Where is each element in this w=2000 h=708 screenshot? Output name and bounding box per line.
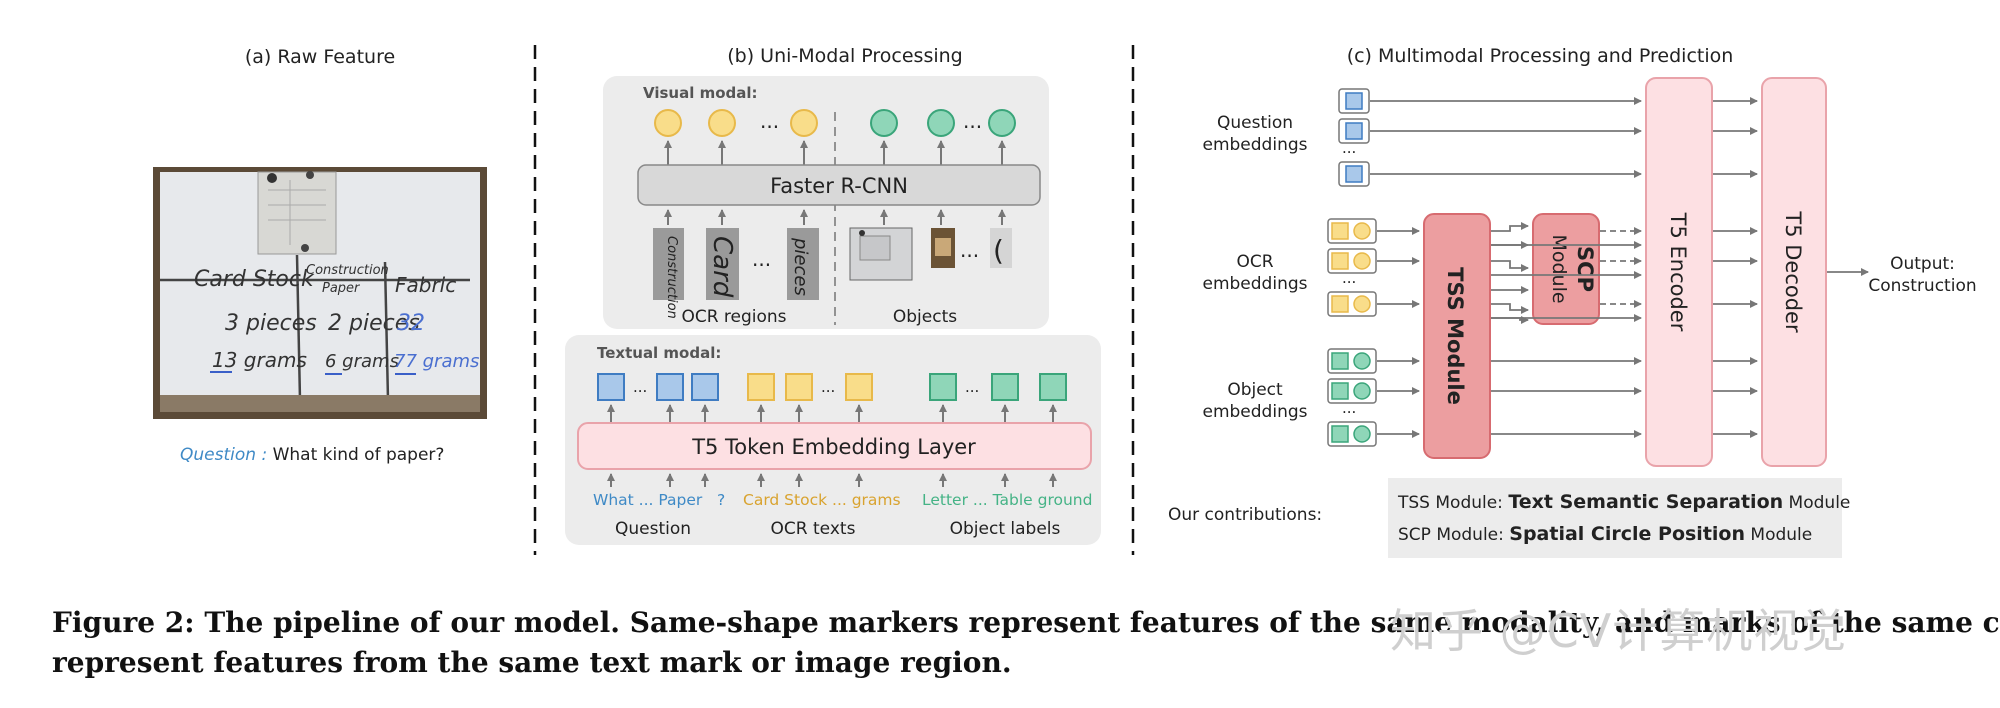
object-emb-ellipsis: ... [1342,399,1356,417]
question-tokens-text: What ... Paper ? [593,491,725,509]
scp-to-encoder-arrows [1600,227,1642,308]
figure-caption: Figure 2: The pipeline of our model. Sam… [52,603,2000,683]
embeddings-to-tss-arrows [1377,227,1420,438]
ocr-embedding-markers [1327,218,1377,317]
tss-to-encoder-arrows [1491,241,1642,438]
ocr-token-features [747,373,873,401]
visual-ocr-ellipsis: ... [760,109,779,133]
caption-line-1: Figure 2: The pipeline of our model. Sam… [52,606,2000,639]
visual-obj-ellipsis: ... [963,109,982,133]
faster-rcnn-block [637,164,1041,206]
contribution-tss: TSS Module: Text Semantic Separation Mod… [1398,491,1851,513]
ocr-crop-ellipsis: ... [752,247,771,271]
svg-text:(: ( [993,234,1004,267]
question-emb-ellipsis: ... [1342,139,1356,157]
svg-text:Card: Card [707,236,737,298]
t5-decoder-block [1761,77,1827,467]
t5-embedding-label: T5 Token Embedding Layer [691,435,976,459]
board-r2c2: 6 grams [325,351,399,372]
question-text: What kind of paper? [267,445,445,465]
ocr-emb-ellipsis: ... [1342,269,1356,287]
board-col1-header: Card Stock [194,267,315,292]
scp-module-label-1: SCP [1573,246,1597,292]
board-r1c2: 2 pieces [328,311,420,336]
visual-object-features [870,109,1016,137]
rcnn-output-arrows [664,140,1006,165]
board-r1c1: 3 pieces [225,311,317,336]
ocr-tokens-text: Card Stock ... grams [743,491,901,509]
object-embedding-markers [1327,348,1377,447]
tss-module-block [1423,213,1491,459]
t5-embedding-block [577,422,1092,470]
object-crops: ( [849,227,1012,281]
svg-text:pieces: pieces [790,237,811,296]
question-line: Question : What kind of paper? [180,445,444,465]
object-labels-label: Object labels [950,519,1061,539]
ocr-region-crops: Construction Card pieces [653,228,819,319]
board-col2-header: Construction [306,263,389,278]
t5-encoder-label: T5 Encoder [1666,212,1690,332]
our-contributions-label: Our contributions: [1168,505,1323,525]
object-token-features [929,373,1067,401]
object-crop-ellipsis: ... [960,238,979,262]
objects-label: Objects [893,307,957,327]
raw-feature-photo: Card Stock Construction Paper Fabric 3 p… [153,167,487,419]
svg-text:Construction: Construction [664,236,679,319]
contribution-scp: SCP Module: Spatial Circle Position Modu… [1398,523,1813,545]
embedding-output-arrows [607,404,1057,423]
question-token-features [597,373,719,401]
board-col3-header: Fabric [395,273,456,297]
caption-line-2: represent features from the same text ma… [52,646,1012,679]
tss-to-scp-arrows [1491,222,1529,324]
board-r2c3: 77 grams [394,351,479,372]
visual-modal-label: Visual modal: [643,84,758,102]
object-tokens-text: Letter ... Table ground [922,491,1092,509]
output-label: Output:Construction [1868,254,1977,296]
ocr-texts-label: OCR texts [771,519,856,539]
question-to-encoder-arrows [1370,97,1642,178]
embedding-input-arrows [607,473,1057,487]
watermark: 知乎 @CV计算机视觉 [1390,604,1848,658]
t5-decoder-label: T5 Decoder [1781,210,1805,333]
textual-modal-label: Textual modal: [597,344,721,362]
ocr-token-ellipsis: ... [821,378,835,396]
board-col2-header-2: Paper [322,281,361,296]
encoder-to-decoder-arrows [1713,97,1758,438]
question-embedding-markers [1338,88,1370,187]
board-r2c1: 13 grams [212,348,307,372]
tss-module-label: TSS Module [1443,267,1467,405]
visual-ocr-features [654,109,818,137]
object-token-ellipsis: ... [965,378,979,396]
faster-rcnn-label: Faster R-CNN [770,174,908,198]
rcnn-input-arrows [664,209,1006,225]
panel-a-title: (a) Raw Feature [244,46,396,68]
scp-module-label-2: Module [1548,234,1570,303]
ocr-regions-label: OCR regions [681,307,786,327]
contributions-box [1388,478,1842,558]
t5-encoder-block [1645,77,1713,467]
board-r1c3: 32 [397,311,425,336]
panel-c-title: (c) Multimodal Processing and Prediction [1346,45,1734,67]
scp-module-block [1532,213,1600,325]
question-prefix: Question : [180,445,268,465]
question-label: Question [615,519,691,539]
question-token-ellipsis: ... [633,378,647,396]
panel-b-title: (b) Uni-Modal Processing [727,45,963,67]
